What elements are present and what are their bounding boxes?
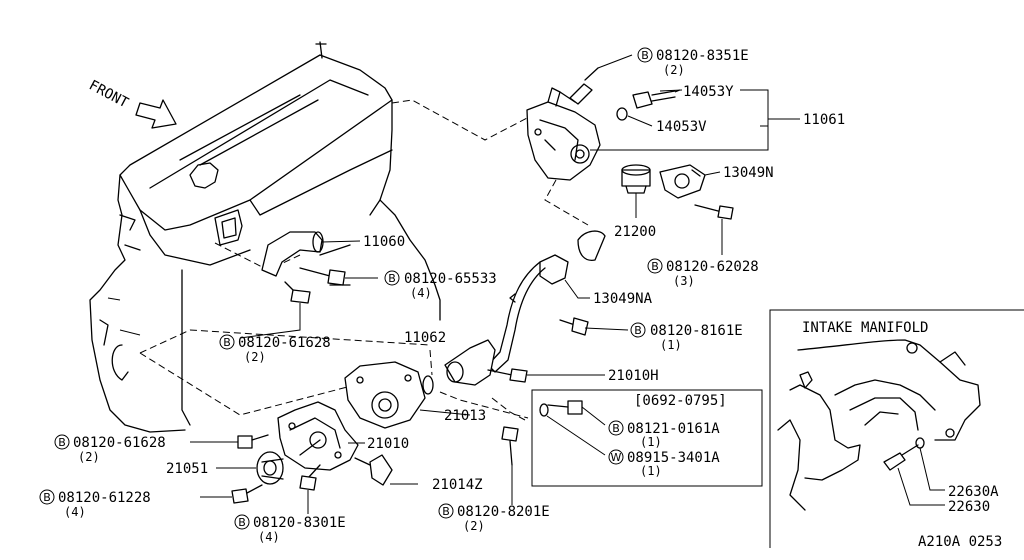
qty-3401a: (1) xyxy=(640,464,662,478)
label-21010h: 21010H xyxy=(608,368,659,384)
label-8161e: 08120-8161E xyxy=(650,323,743,339)
page-code: A210A 0253 xyxy=(918,534,1002,550)
bolt-marker: B xyxy=(238,516,246,529)
front-arrow: FRONT xyxy=(86,77,177,129)
bolt-62028 xyxy=(694,204,734,220)
label-11061: 11061 xyxy=(803,112,845,128)
label-22630: 22630 xyxy=(948,499,990,515)
dashed-leader-lines xyxy=(139,99,589,421)
qty-8351e: (2) xyxy=(663,63,685,77)
label-62028: 08120-62028 xyxy=(666,259,759,275)
qty-61628-upper: (2) xyxy=(244,350,266,364)
bolt-marker: B xyxy=(43,491,51,504)
front-label: FRONT xyxy=(86,77,131,111)
label-13049n: 13049N xyxy=(723,165,774,181)
washer-marker: W xyxy=(611,451,622,464)
qty-8161e: (1) xyxy=(660,338,682,352)
label-61628-lower: 08120-61628 xyxy=(73,435,166,451)
bolt-61628-upper xyxy=(284,281,311,304)
date-range-box xyxy=(531,389,763,487)
label-0161a: 08121-0161A xyxy=(627,421,720,437)
qty-8301e: (4) xyxy=(258,530,280,544)
label-21013: 21013 xyxy=(444,408,486,424)
engine-block xyxy=(89,41,441,433)
label-14053v: 14053V xyxy=(656,119,707,135)
callout-lines xyxy=(190,54,945,514)
bolt-14053y xyxy=(632,90,676,109)
thermostat xyxy=(621,164,651,194)
bolt-marker: B xyxy=(442,505,450,518)
bolt-65533 xyxy=(299,267,346,286)
bolt-8161e xyxy=(559,317,589,336)
bolt-marker: B xyxy=(651,260,659,273)
bolt-marker: B xyxy=(641,49,649,62)
bolt-8301e xyxy=(299,464,321,491)
qty-65533: (4) xyxy=(410,286,432,300)
bolt-marker: B xyxy=(634,324,642,337)
bolt-marker: B xyxy=(612,422,620,435)
bolt-marker: B xyxy=(388,272,396,285)
front-arrow-icon xyxy=(135,99,177,129)
label-8201e: 08120-8201E xyxy=(457,504,550,520)
water-pipe-11060 xyxy=(214,209,324,277)
label-65533: 08120-65533 xyxy=(404,271,497,287)
label-14053y: 14053Y xyxy=(683,84,734,100)
bolt-8351e xyxy=(559,67,599,105)
gasket-13049n xyxy=(659,164,706,199)
qty-62028: (3) xyxy=(673,274,695,288)
label-21200: 21200 xyxy=(614,224,656,240)
label-8351e: 08120-8351E xyxy=(656,48,749,64)
label-61228: 08120-61228 xyxy=(58,490,151,506)
label-22630a: 22630A xyxy=(948,484,999,500)
washer-14053v xyxy=(616,107,628,121)
label-11062: 11062 xyxy=(404,330,446,346)
label-21010: 21010 xyxy=(367,436,409,452)
intake-manifold-inset xyxy=(769,309,1024,548)
label-date-range: [0692-0795] xyxy=(634,393,727,409)
bolt-8201e xyxy=(501,426,519,466)
label-11060: 11060 xyxy=(363,234,405,250)
label-3401a: 08915-3401A xyxy=(627,450,720,466)
label-13049na: 13049NA xyxy=(593,291,653,307)
bolt-21010h xyxy=(487,368,528,383)
water-pump xyxy=(256,361,434,486)
part-labels: B 08120-8351E (2) 14053Y 14053V 11061 13… xyxy=(39,47,1002,550)
hose-upper xyxy=(577,230,606,261)
bolt-marker: B xyxy=(223,336,231,349)
thermostat-housing xyxy=(526,87,601,181)
label-21014z: 21014Z xyxy=(432,477,483,493)
bolt-61228 xyxy=(231,484,263,504)
label-8301e: 08120-8301E xyxy=(253,515,346,531)
qty-61228: (4) xyxy=(64,505,86,519)
qty-61628-lower: (2) xyxy=(78,450,100,464)
bolt-marker: B xyxy=(58,436,66,449)
bolt-61628-lower xyxy=(237,434,269,449)
qty-8201e: (2) xyxy=(463,519,485,533)
label-21051: 21051 xyxy=(166,461,208,477)
intake-manifold-title: INTAKE MANIFOLD xyxy=(802,320,928,336)
label-61628-upper: 08120-61628 xyxy=(238,335,331,351)
water-pipe-long xyxy=(444,254,569,386)
qty-0161a: (1) xyxy=(640,435,662,449)
